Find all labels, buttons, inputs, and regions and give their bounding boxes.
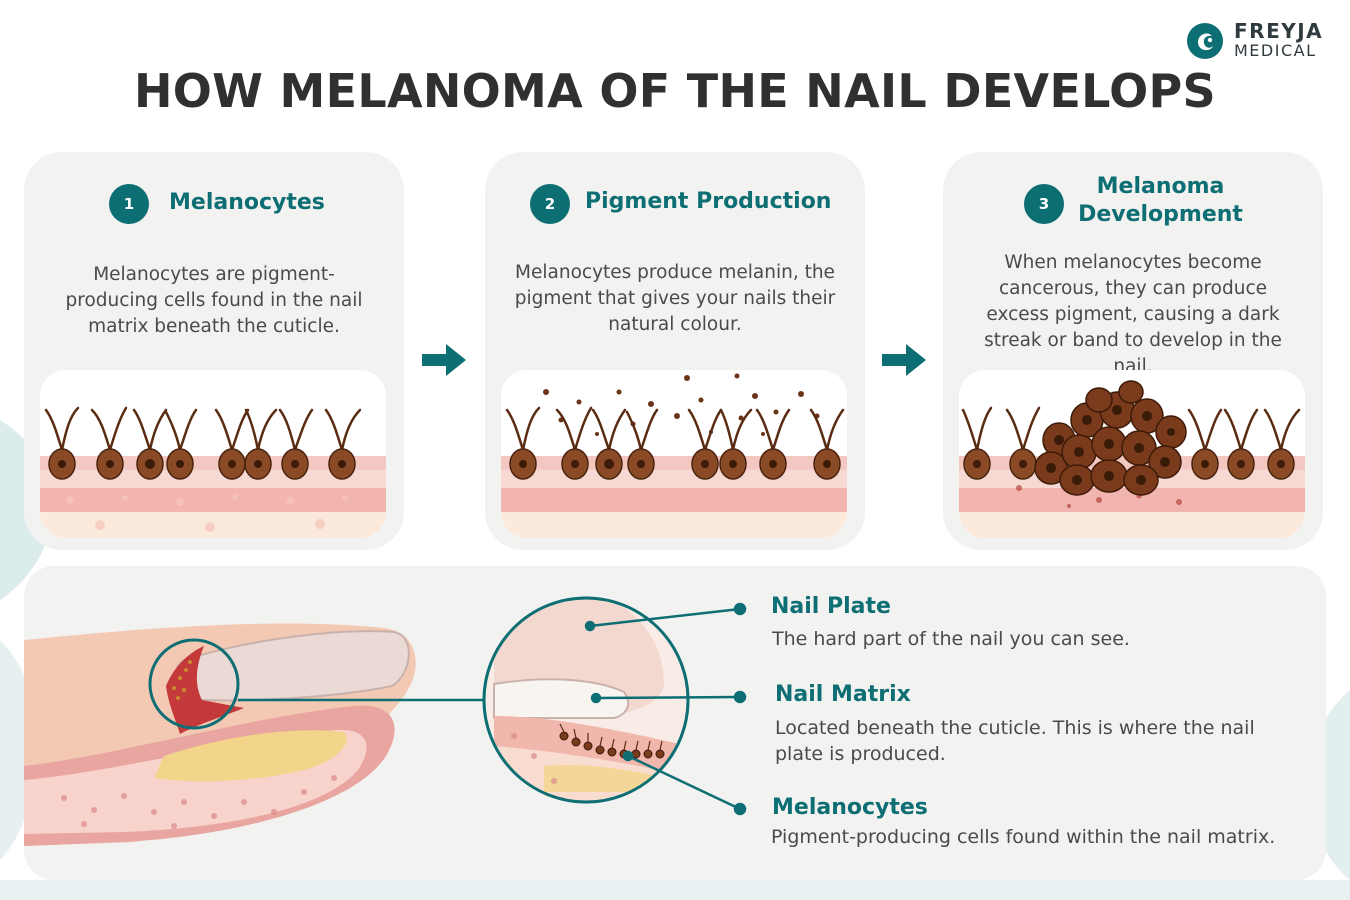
melanocytes-description: Pigment-producing cells found within the… [771,826,1276,848]
melanocytes-label: Melanocytes [772,795,928,820]
pigment-production-illustration [501,370,847,538]
melanocytes-illustration [40,370,386,538]
step-description: Melanocytes produce melanin, the pigment… [514,262,836,335]
logo-text-top: FREYJA [1234,19,1324,43]
step-card-melanoma-development: 3 Melanoma Development When melanocytes … [943,152,1323,550]
nail-plate-description: The hard part of the nail you can see. [772,628,1130,650]
step-title: Melanoma Development [1078,174,1243,227]
step-description: Melanocytes are pigment-producing cells … [65,264,363,337]
step-description: When melanocytes become cancerous, they … [984,252,1282,377]
freyja-logo-icon [1187,23,1223,59]
page-title: HOW MELANOMA OF THE NAIL DEVELOPS [133,64,1216,118]
nail-matrix-label: Nail Matrix [775,682,911,707]
step-title: Melanocytes [169,190,325,215]
arrow-right-icon [882,344,926,376]
nail-anatomy-illustration [24,596,747,846]
nail-matrix-description: Located beneath the cuticle. This is whe… [775,717,1255,765]
step-title: Pigment Production [585,189,832,214]
step-card-melanocytes: 1 Melanocytes Melanocytes are pigment-pr… [24,152,404,550]
logo-text-bottom: MEDICAL [1234,41,1317,60]
freyja-logo: FREYJA MEDICAL [1186,20,1336,62]
nail-anatomy-panel [24,566,1326,880]
step-number-badge: 2 [530,184,570,224]
step-number-badge: 3 [1024,184,1064,224]
melanoma-development-illustration [959,370,1305,538]
step-card-pigment-production: 2 Pigment Production Melanocytes produce… [485,152,865,550]
nail-plate-label: Nail Plate [771,594,891,619]
step-number-badge: 1 [109,184,149,224]
arrow-right-icon [422,344,466,376]
